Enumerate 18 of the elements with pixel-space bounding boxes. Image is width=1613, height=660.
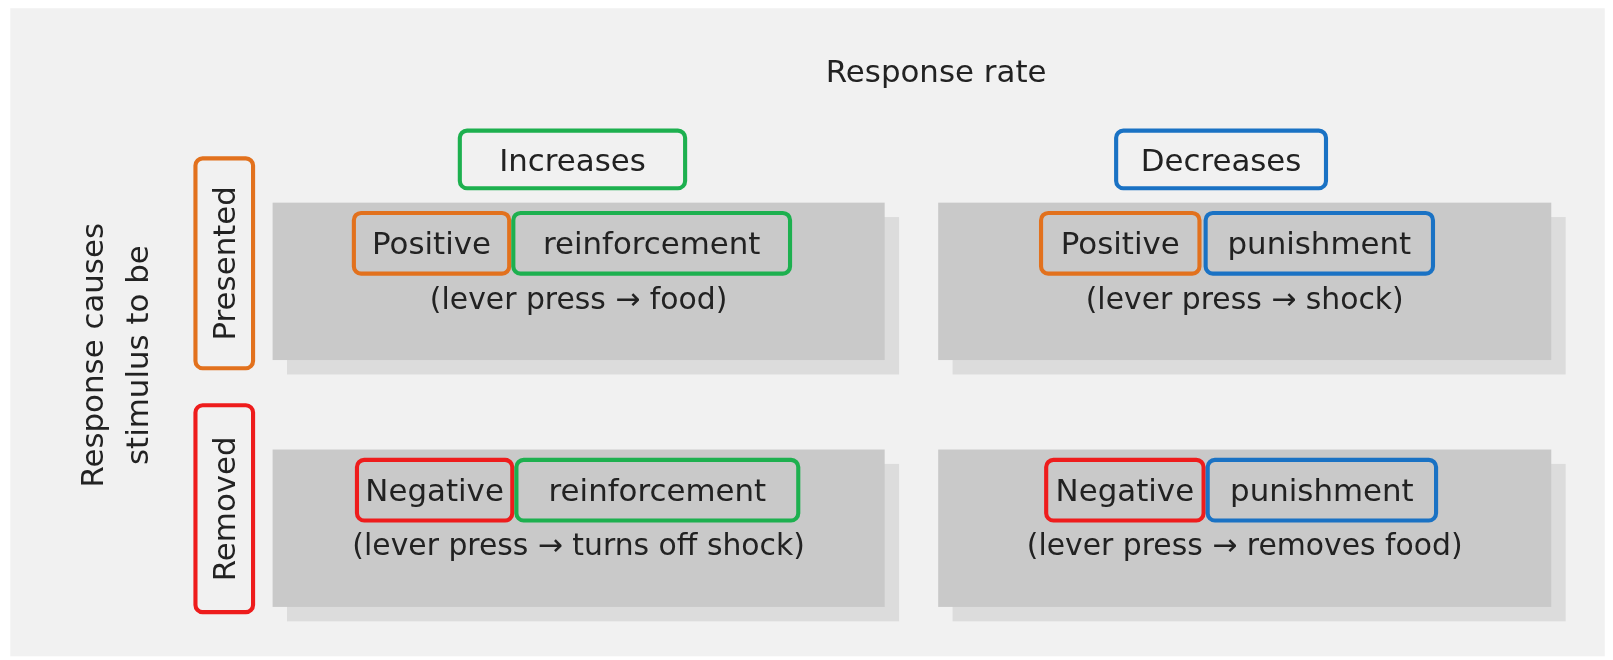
row-header: Removed bbox=[193, 403, 256, 615]
term-highlight: Positive bbox=[351, 210, 512, 276]
example-text: (lever press → turns off shock) bbox=[351, 527, 806, 563]
term-highlight: punishment bbox=[1203, 210, 1436, 276]
column-header: Decreases bbox=[1114, 128, 1329, 191]
example-text: (lever press → removes food) bbox=[1025, 527, 1464, 563]
example-text: (lever press → shock) bbox=[1084, 280, 1405, 316]
row-header: Presented bbox=[193, 156, 256, 371]
example-text: (lever press → food) bbox=[428, 280, 729, 316]
term-highlight: Positive bbox=[1039, 210, 1202, 276]
term-highlight: reinforcement bbox=[514, 457, 801, 523]
term-highlight: punishment bbox=[1205, 457, 1439, 523]
column-header: Increases bbox=[457, 128, 688, 191]
term-highlight: reinforcement bbox=[511, 210, 793, 276]
axis-title: Response rate bbox=[824, 53, 1048, 90]
axis-title: Response causes stimulus to be bbox=[73, 221, 157, 490]
term-highlight: Negative bbox=[354, 457, 515, 523]
term-highlight: Negative bbox=[1044, 457, 1206, 523]
